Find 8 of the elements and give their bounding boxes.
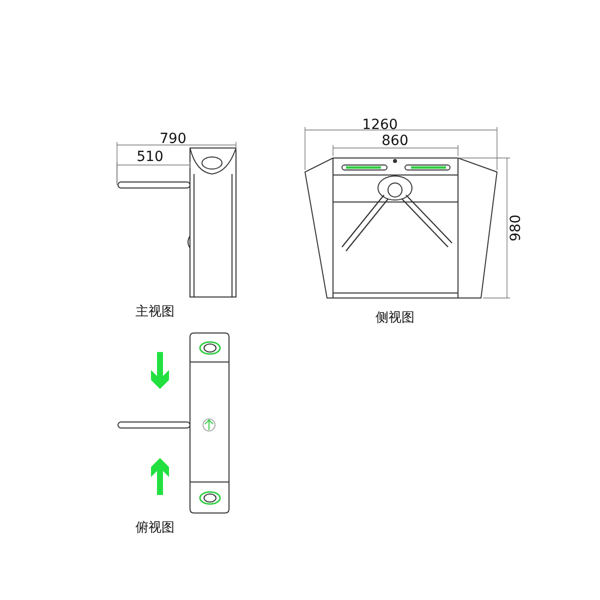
- dimension-value: 860: [382, 134, 408, 148]
- dimension-value: 510: [136, 150, 164, 164]
- view-caption: 侧视图: [376, 312, 414, 324]
- view-caption: 俯视图: [136, 522, 174, 534]
- dimension-value: 790: [160, 132, 186, 146]
- dimension-value: 1260: [362, 118, 398, 132]
- dimension-value: 980: [509, 214, 523, 242]
- view-caption: 主视图: [136, 306, 174, 318]
